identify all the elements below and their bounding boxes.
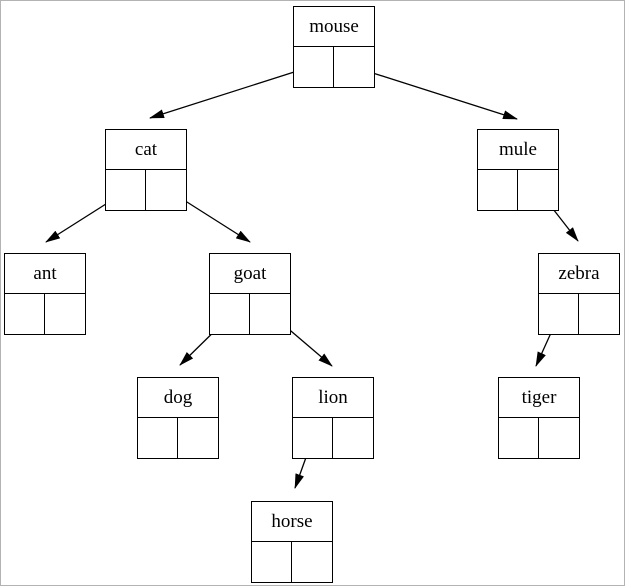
tree-node-goat: goat <box>209 253 291 335</box>
node-pointer-cells-dog <box>137 418 219 459</box>
node-label-mouse: mouse <box>293 6 375 47</box>
node-right-pointer-zebra <box>579 294 619 334</box>
node-right-pointer-mule <box>518 170 558 210</box>
tree-node-dog: dog <box>137 377 219 459</box>
node-right-pointer-horse <box>292 542 332 582</box>
node-right-pointer-tiger <box>539 418 579 458</box>
node-left-pointer-goat <box>210 294 250 334</box>
node-pointer-cells-horse <box>251 542 333 583</box>
node-right-pointer-goat <box>250 294 290 334</box>
tree-node-mouse: mouse <box>293 6 375 88</box>
node-pointer-cells-cat <box>105 170 187 211</box>
tree-node-lion: lion <box>292 377 374 459</box>
node-left-pointer-ant <box>5 294 45 334</box>
node-label-mule: mule <box>477 129 559 170</box>
node-label-ant: ant <box>4 253 86 294</box>
node-pointer-cells-lion <box>292 418 374 459</box>
node-right-pointer-ant <box>45 294 85 334</box>
node-label-lion: lion <box>292 377 374 418</box>
tree-node-tiger: tiger <box>498 377 580 459</box>
node-left-pointer-cat <box>106 170 146 210</box>
node-pointer-cells-ant <box>4 294 86 335</box>
node-pointer-cells-goat <box>209 294 291 335</box>
node-left-pointer-dog <box>138 418 178 458</box>
node-pointer-cells-tiger <box>498 418 580 459</box>
node-label-tiger: tiger <box>498 377 580 418</box>
node-pointer-cells-mule <box>477 170 559 211</box>
node-label-dog: dog <box>137 377 219 418</box>
node-right-pointer-mouse <box>334 47 374 87</box>
tree-node-mule: mule <box>477 129 559 211</box>
node-label-zebra: zebra <box>538 253 620 294</box>
node-pointer-cells-mouse <box>293 47 375 88</box>
tree-node-zebra: zebra <box>538 253 620 335</box>
node-pointer-cells-zebra <box>538 294 620 335</box>
node-left-pointer-horse <box>252 542 292 582</box>
node-label-goat: goat <box>209 253 291 294</box>
node-left-pointer-lion <box>293 418 333 458</box>
tree-node-ant: ant <box>4 253 86 335</box>
node-right-pointer-lion <box>333 418 373 458</box>
node-left-pointer-tiger <box>499 418 539 458</box>
node-label-cat: cat <box>105 129 187 170</box>
node-left-pointer-mule <box>478 170 518 210</box>
node-label-horse: horse <box>251 501 333 542</box>
node-right-pointer-dog <box>178 418 218 458</box>
tree-node-horse: horse <box>251 501 333 583</box>
node-right-pointer-cat <box>146 170 186 210</box>
node-left-pointer-zebra <box>539 294 579 334</box>
tree-node-cat: cat <box>105 129 187 211</box>
node-left-pointer-mouse <box>294 47 334 87</box>
